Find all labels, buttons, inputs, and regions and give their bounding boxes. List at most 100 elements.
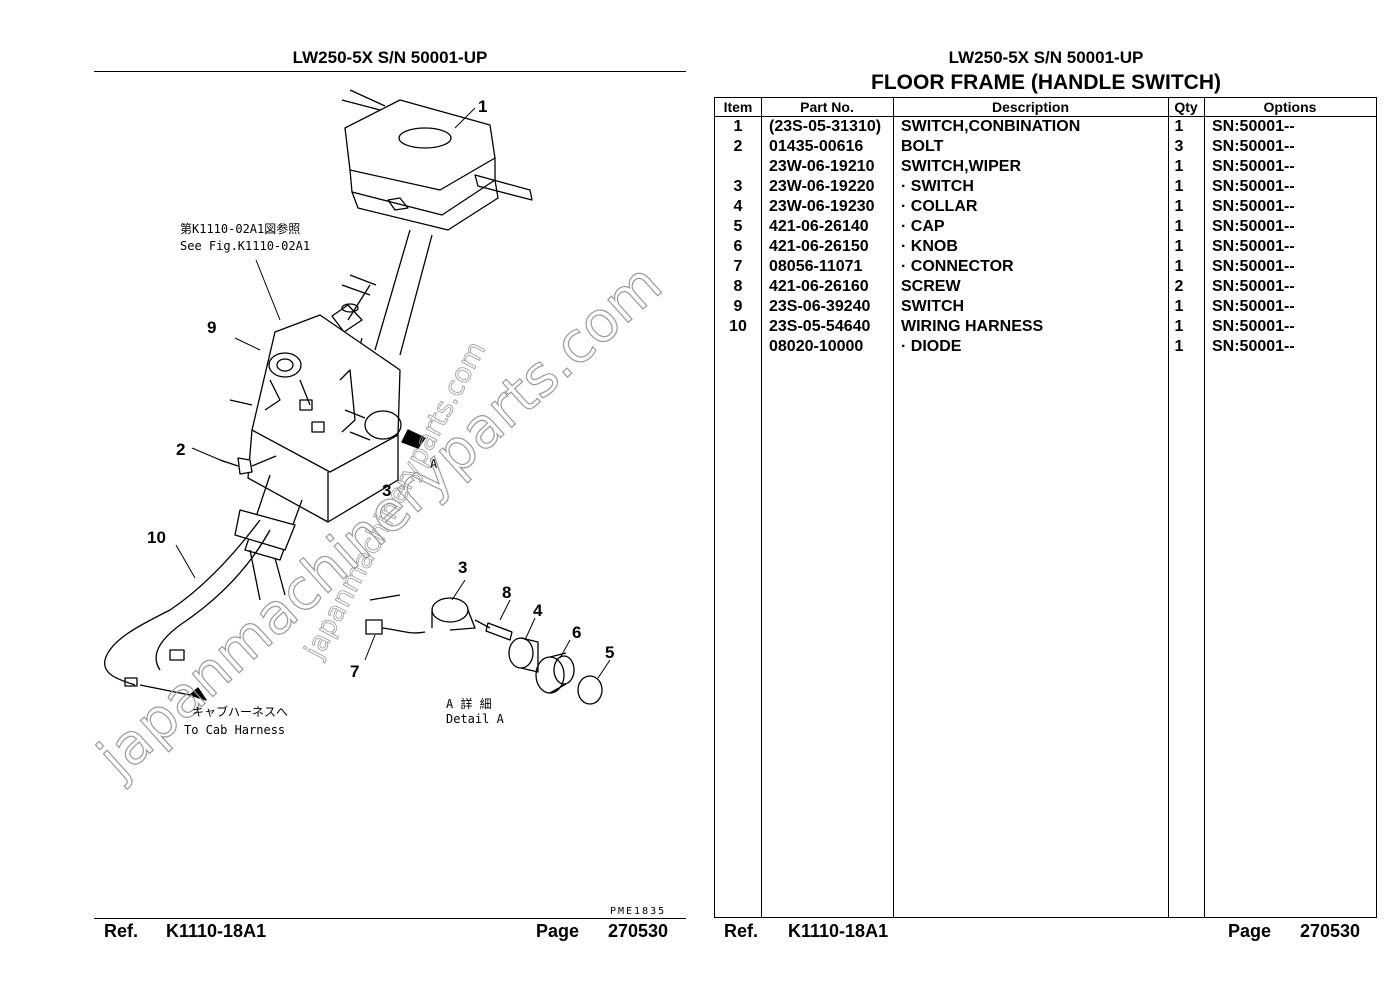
cell-qty: 1	[1174, 338, 1184, 355]
callout-10: 10	[147, 528, 166, 547]
cell-part-no: 23W-06-19210	[769, 158, 875, 175]
cell-description: · KNOB	[901, 238, 958, 255]
cell-item: 3	[733, 178, 743, 195]
see-fig-note-jp: 第K1110-02A1図参照	[180, 221, 300, 236]
table-row: 7 08056-11071 · CONNECTOR 1 SN:50001--	[715, 258, 1376, 278]
cell-part-no: 08020-10000	[769, 338, 864, 355]
cell-item: 5	[733, 218, 743, 235]
table-row: 3 23W-06-19220 · SWITCH 1 SN:50001--	[715, 178, 1376, 198]
detail-a-note-jp: A 詳 細	[446, 696, 492, 711]
table-row: 10 23S-05-54640 WIRING HARNESS 1 SN:5000…	[715, 318, 1376, 338]
cell-qty: 1	[1174, 118, 1184, 135]
cell-qty: 1	[1174, 218, 1184, 235]
callout-3-main: 3	[382, 481, 391, 500]
cell-qty: 1	[1174, 198, 1184, 215]
left-page-value: 270530	[608, 921, 669, 941]
table-row: 6 421-06-26150 · KNOB 1 SN:50001--	[715, 238, 1376, 258]
table-row: 23W-06-19210 SWITCH,WIPER 1 SN:50001--	[715, 158, 1376, 178]
combination-switch-drawing	[341, 89, 533, 231]
right-page-label: Page	[1228, 921, 1272, 941]
right-page-subtitle: FLOOR FRAME (HANDLE SWITCH)	[871, 71, 1221, 94]
left-ref-label: Ref.	[104, 921, 139, 941]
cell-options: SN:50001--	[1212, 178, 1295, 195]
cell-description: · CONNECTOR	[901, 258, 1014, 275]
cell-part-no: 23W-06-19230	[769, 198, 875, 215]
left-page-title: LW250-5X S/N 50001-UP	[292, 48, 488, 67]
cell-part-no: 421-06-26140	[769, 218, 869, 235]
cell-part-no: 23S-06-39240	[769, 298, 871, 315]
left-title-rule	[94, 71, 686, 72]
callout-2: 2	[176, 440, 185, 459]
cell-part-no: 421-06-26160	[769, 278, 869, 295]
table-row: 4 23W-06-19230 · COLLAR 1 SN:50001--	[715, 198, 1376, 218]
callout-6: 6	[572, 623, 581, 642]
cell-options: SN:50001--	[1212, 258, 1295, 275]
cell-options: SN:50001--	[1212, 278, 1295, 295]
cell-part-no: (23S-05-31310)	[769, 118, 882, 135]
cell-qty: 2	[1174, 278, 1184, 295]
cell-item: 9	[733, 298, 743, 315]
cell-part-no: 23W-06-19220	[769, 178, 875, 195]
cell-description: SWITCH	[901, 298, 965, 315]
cell-description: SWITCH,WIPER	[901, 158, 1021, 175]
cell-options: SN:50001--	[1212, 238, 1295, 255]
table-row: 08020-10000 · DIODE 1 SN:50001--	[715, 338, 1376, 358]
cell-part-no: 23S-05-54640	[769, 318, 871, 335]
leader-lines	[175, 107, 611, 679]
cell-options: SN:50001--	[1212, 138, 1295, 155]
cell-description: BOLT	[901, 138, 944, 155]
cell-item: 10	[729, 318, 747, 335]
header-qty: Qty	[1174, 99, 1198, 115]
column-divider	[1204, 98, 1205, 917]
left-page-label: Page	[536, 921, 580, 941]
cell-options: SN:50001--	[1212, 198, 1295, 215]
right-ref-value: K1110-18A1	[788, 921, 889, 941]
cell-description: · CAP	[901, 218, 945, 235]
cell-description: WIRING HARNESS	[901, 318, 1044, 335]
header-item: Item	[723, 99, 753, 115]
parts-table: Item Part No. Description Qty Options 1 …	[714, 97, 1377, 918]
drawing-code: PME1835	[610, 906, 667, 917]
cell-qty: 1	[1174, 158, 1184, 175]
callout-9: 9	[207, 318, 216, 337]
callout-7: 7	[350, 662, 359, 681]
cell-options: SN:50001--	[1212, 158, 1295, 175]
cell-description: SCREW	[901, 278, 961, 295]
left-footer-rule	[94, 918, 686, 919]
callout-1: 1	[478, 97, 487, 116]
cell-part-no: 421-06-26150	[769, 238, 869, 255]
cell-qty: 1	[1174, 178, 1184, 195]
cell-item: 4	[733, 198, 743, 215]
header-options: Options	[1263, 99, 1317, 115]
cell-options: SN:50001--	[1212, 298, 1295, 315]
cell-description: SWITCH,CONBINATION	[901, 118, 1081, 135]
cell-part-no: 08056-11071	[769, 258, 863, 275]
callout-8: 8	[502, 583, 511, 602]
cell-options: SN:50001--	[1212, 318, 1295, 335]
callout-4: 4	[533, 601, 543, 620]
table-row: 5 421-06-26140 · CAP 1 SN:50001--	[715, 218, 1376, 238]
cell-options: SN:50001--	[1212, 338, 1295, 355]
wiring-harness-drawing	[104, 519, 271, 701]
column-divider	[1168, 98, 1169, 917]
cell-item: 6	[733, 238, 743, 255]
cell-qty: 1	[1174, 298, 1184, 315]
cell-qty: 1	[1174, 318, 1184, 335]
callout-3-detail: 3	[458, 558, 467, 577]
table-row: 9 23S-06-39240 SWITCH 1 SN:50001--	[715, 298, 1376, 318]
cell-description: · SWITCH	[901, 178, 974, 195]
cell-options: SN:50001--	[1212, 118, 1295, 135]
left-ref-value: K1110-18A1	[166, 921, 267, 941]
detail-a-parts-drawing	[365, 594, 603, 705]
lower-column-drawing	[219, 399, 303, 601]
right-page-title: LW250-5X S/N 50001-UP	[948, 48, 1144, 67]
right-page-value: 270530	[1300, 921, 1361, 941]
cell-item: 2	[733, 138, 743, 155]
parts-diagram: japanmachineryparts.com japanmachinerypa…	[84, 89, 675, 792]
table-row: 8 421-06-26160 SCREW 2 SN:50001--	[715, 278, 1376, 298]
cell-qty: 1	[1174, 258, 1184, 275]
cell-options: SN:50001--	[1212, 218, 1295, 235]
cell-description: · COLLAR	[901, 198, 978, 215]
cell-part-no: 01435-00616	[769, 138, 864, 155]
to-cab-note-en: To Cab Harness	[184, 723, 285, 737]
